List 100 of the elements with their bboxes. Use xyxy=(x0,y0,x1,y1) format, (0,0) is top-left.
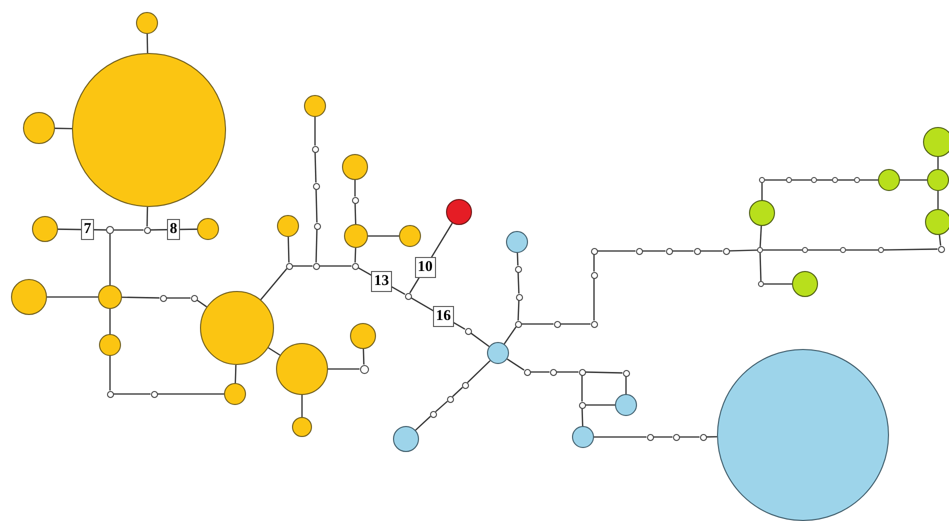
connector-line xyxy=(109,309,111,334)
connector-line xyxy=(860,179,878,181)
haplotype-circle xyxy=(615,394,637,416)
haplotype-circle xyxy=(197,218,219,240)
haplotype-circle xyxy=(277,215,299,237)
connector-line xyxy=(354,248,356,263)
connector-line xyxy=(585,371,623,374)
connector-line xyxy=(937,157,939,169)
connector-line xyxy=(146,34,148,54)
median-vector-circle xyxy=(404,292,412,300)
connector-line xyxy=(504,326,517,344)
connector-line xyxy=(642,250,666,252)
connector-line xyxy=(268,347,280,356)
median-vector-circle xyxy=(352,196,358,204)
median-vector-circle xyxy=(694,248,700,254)
median-vector-circle xyxy=(757,247,763,253)
connector-line xyxy=(452,386,463,398)
median-vector-circle xyxy=(314,222,320,230)
connector-line xyxy=(114,229,144,231)
haplotype-circle xyxy=(393,426,419,452)
connector-line xyxy=(517,272,520,294)
connector-line xyxy=(114,393,150,395)
median-vector-circle xyxy=(144,226,150,234)
connector-line xyxy=(764,283,792,285)
connector-line xyxy=(530,371,550,373)
haplotype-circle xyxy=(399,225,421,247)
connector-line xyxy=(672,250,694,252)
median-vector-circle xyxy=(854,177,860,183)
connector-line xyxy=(594,436,646,438)
haplotype-circle xyxy=(487,342,509,364)
median-vector-circle xyxy=(312,182,320,190)
connector-line xyxy=(680,436,700,438)
haplotype-circle xyxy=(792,271,818,297)
median-vector-circle xyxy=(590,248,598,254)
connector-line xyxy=(817,179,832,181)
median-vector-circle xyxy=(666,248,672,254)
median-vector-circle xyxy=(160,294,166,302)
connector-line xyxy=(196,299,208,308)
connector-line xyxy=(288,236,290,263)
haplotype-circle xyxy=(276,343,328,395)
connector-line xyxy=(362,348,365,365)
median-vector-circle xyxy=(700,434,706,440)
median-vector-circle xyxy=(578,368,586,376)
median-vector-circle xyxy=(578,402,586,408)
connector-line xyxy=(581,376,583,402)
connector-line xyxy=(760,226,762,248)
connector-line xyxy=(556,371,578,373)
connector-line xyxy=(598,250,636,252)
connector-line xyxy=(765,179,786,181)
edge-label: 16 xyxy=(432,306,454,328)
median-vector-circle xyxy=(190,294,198,302)
median-vector-circle xyxy=(464,328,472,334)
connector-line xyxy=(368,235,399,237)
connector-line xyxy=(586,404,615,406)
median-vector-circle xyxy=(430,410,436,418)
haplotype-circle xyxy=(572,426,594,448)
connector-line xyxy=(763,249,802,251)
median-vector-circle xyxy=(514,320,522,328)
connector-line xyxy=(328,368,360,370)
median-vector-circle xyxy=(786,177,792,183)
median-vector-circle xyxy=(646,434,654,440)
connector-line xyxy=(654,436,672,438)
edge-label: 8 xyxy=(166,219,180,240)
median-vector-circle xyxy=(446,396,454,402)
haplotype-circle xyxy=(923,127,949,157)
median-vector-circle xyxy=(352,262,358,270)
median-vector-circle xyxy=(360,364,368,374)
median-vector-circle xyxy=(286,262,292,270)
connector-line xyxy=(158,393,224,395)
median-vector-circle xyxy=(550,368,556,376)
haplotype-circle xyxy=(749,200,775,226)
connector-line xyxy=(301,395,303,417)
connector-line xyxy=(146,206,148,227)
haplotype-circle xyxy=(292,417,312,437)
connector-line xyxy=(506,358,524,371)
connector-line xyxy=(415,416,431,431)
median-vector-circle xyxy=(106,390,114,398)
median-vector-circle xyxy=(758,281,764,287)
median-vector-circle xyxy=(878,247,884,253)
haplotype-circle xyxy=(304,95,326,117)
median-vector-circle xyxy=(722,248,730,254)
median-vector-circle xyxy=(840,247,846,253)
median-vector-circle xyxy=(514,266,522,272)
connector-line xyxy=(166,297,190,299)
connector-line xyxy=(560,323,590,325)
haplotype-circle xyxy=(506,231,528,253)
connector-line xyxy=(516,252,519,266)
connector-line xyxy=(625,376,627,394)
connector-line xyxy=(234,364,237,384)
connector-line xyxy=(315,189,318,223)
median-vector-circle xyxy=(938,246,944,252)
median-vector-circle xyxy=(832,177,838,183)
median-vector-circle xyxy=(590,320,598,328)
connector-line xyxy=(109,234,111,285)
median-vector-circle xyxy=(636,248,642,254)
connector-line xyxy=(122,296,160,299)
connector-line xyxy=(470,332,490,348)
edge-label: 13 xyxy=(371,270,392,292)
median-vector-circle xyxy=(554,320,560,328)
connector-line xyxy=(47,296,98,298)
